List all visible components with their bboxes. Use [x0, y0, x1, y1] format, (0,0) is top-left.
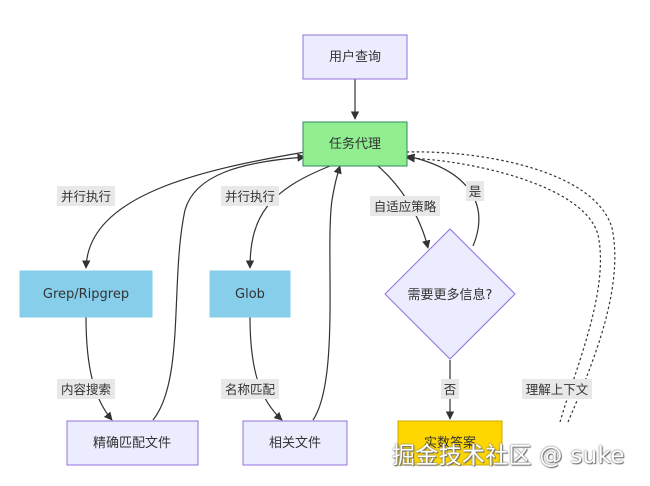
edge-related-to-agent [312, 165, 342, 421]
node-glob: Glob [209, 270, 291, 318]
node-task-agent: 任务代理 [302, 121, 408, 167]
svg-text:并行执行: 并行执行 [225, 189, 275, 204]
node-decision: 需要更多信息? [384, 228, 516, 360]
edge-label-yes: 是 [466, 181, 484, 201]
node-user-query-label: 用户查询 [329, 49, 381, 65]
node-final-answer-label: 实数答案 [424, 435, 476, 451]
edge-context-to-agent [406, 154, 602, 423]
edge-agent-to-grep [82, 151, 306, 269]
edge-label-content-search: 内容搜索 [57, 379, 115, 399]
edge-label-no: 否 [441, 379, 459, 399]
node-related-files-label: 相关文件 [269, 436, 321, 451]
node-glob-label: Glob [235, 287, 265, 302]
svg-text:名称匹配: 名称匹配 [225, 382, 276, 397]
edge-context-loop [406, 151, 616, 423]
node-final-answer: 实数答案 [397, 420, 503, 466]
svg-text:并行执行: 并行执行 [61, 189, 111, 204]
edge-label-parallel-2: 并行执行 [221, 186, 279, 206]
edge-label-name-match: 名称匹配 [221, 379, 279, 399]
node-decision-label: 需要更多信息? [408, 287, 493, 303]
edge-exact-to-agent [152, 153, 306, 421]
node-user-query: 用户查询 [302, 34, 408, 80]
edge-label-context: 理解上下文 [522, 379, 592, 399]
edge-label-parallel-1: 并行执行 [57, 186, 115, 206]
edge-label-adaptive: 自适应策略 [370, 196, 440, 216]
node-related-files: 相关文件 [242, 420, 348, 466]
edge-agent-to-glob [245, 165, 331, 269]
node-exact-match: 精确匹配文件 [66, 420, 199, 466]
edge-grep-to-exact [85, 316, 113, 421]
svg-text:内容搜索: 内容搜索 [61, 382, 111, 397]
node-exact-match-label: 精确匹配文件 [93, 436, 171, 451]
watermark: 掘金技术社区 @ suke [392, 443, 625, 469]
node-grep-label: Grep/Ripgrep [43, 287, 129, 302]
edge-glob-to-related [249, 316, 283, 421]
node-task-agent-label: 任务代理 [329, 136, 381, 152]
svg-text:否: 否 [444, 382, 457, 397]
svg-text:自适应策略: 自适应策略 [374, 199, 437, 214]
node-grep: Grep/Ripgrep [19, 270, 153, 318]
svg-text:是: 是 [469, 184, 482, 199]
svg-text:理解上下文: 理解上下文 [526, 382, 589, 397]
